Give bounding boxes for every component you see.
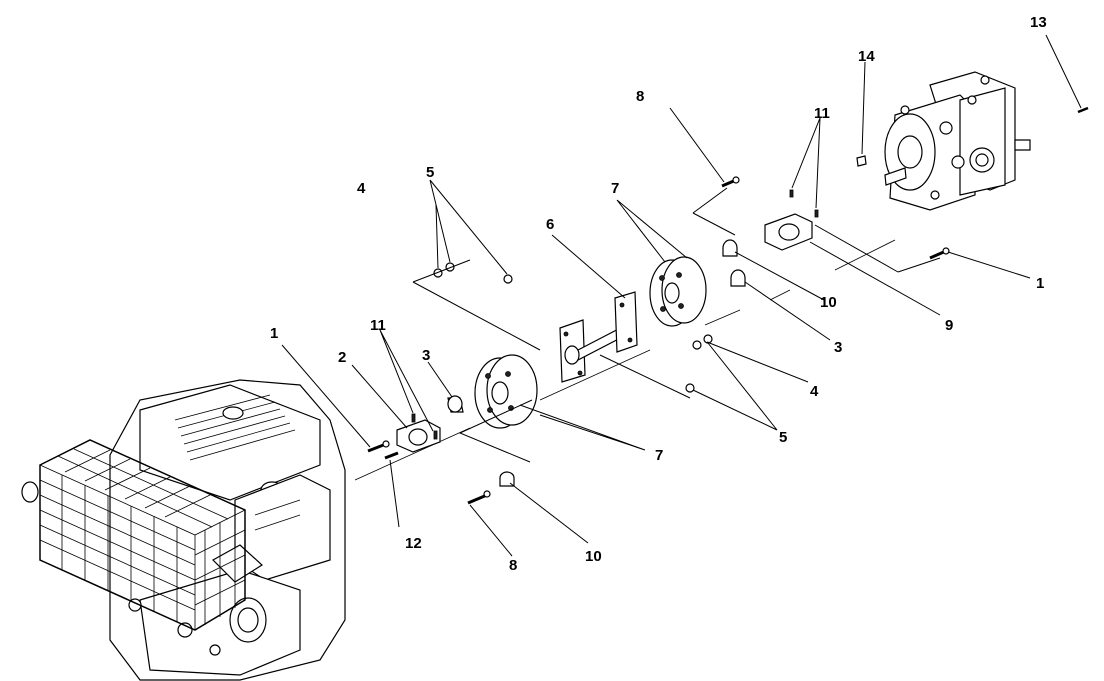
- callout-11-right: 11: [814, 105, 830, 122]
- callout-13: 13: [1030, 14, 1047, 31]
- callout-10-right: 10: [820, 294, 837, 311]
- callout-6: 6: [546, 216, 554, 233]
- callout-7-lower: 7: [655, 447, 663, 464]
- spacer-tube: [559, 291, 638, 383]
- callout-1-left: 1: [270, 325, 278, 342]
- callout-3-right: 3: [834, 339, 842, 356]
- callout-1-right: 1: [1036, 275, 1044, 292]
- callout-14: 14: [858, 48, 875, 65]
- callout-10-lower: 10: [585, 548, 602, 565]
- leader-lines: [281, 34, 1082, 557]
- callout-4-right: 4: [810, 383, 819, 400]
- shaft-centerline: [354, 239, 896, 481]
- hydraulic-pump: [884, 71, 1031, 211]
- pump-side-parts: [433, 106, 1089, 393]
- callout-5-right: 5: [779, 429, 787, 446]
- callout-2: 2: [338, 349, 346, 366]
- callout-9: 9: [945, 317, 953, 334]
- callout-5-left: 5: [426, 164, 434, 181]
- callout-3-left: 3: [422, 347, 430, 364]
- callout-7-upper: 7: [611, 180, 619, 197]
- callout-4-left: 4: [357, 180, 366, 197]
- callout-8-lower: 8: [509, 557, 517, 574]
- callout-labels: 1 1 2 3 3 4 4 5 5 6 7 7 8 8 9 10 10 11 1…: [270, 14, 1047, 574]
- callout-8-upper: 8: [636, 88, 644, 105]
- callout-12: 12: [405, 535, 422, 552]
- engine-guard-cage: [21, 439, 246, 631]
- engine-side-parts: [367, 354, 538, 505]
- callout-11-left: 11: [370, 317, 386, 334]
- engine-assembly: [109, 379, 346, 681]
